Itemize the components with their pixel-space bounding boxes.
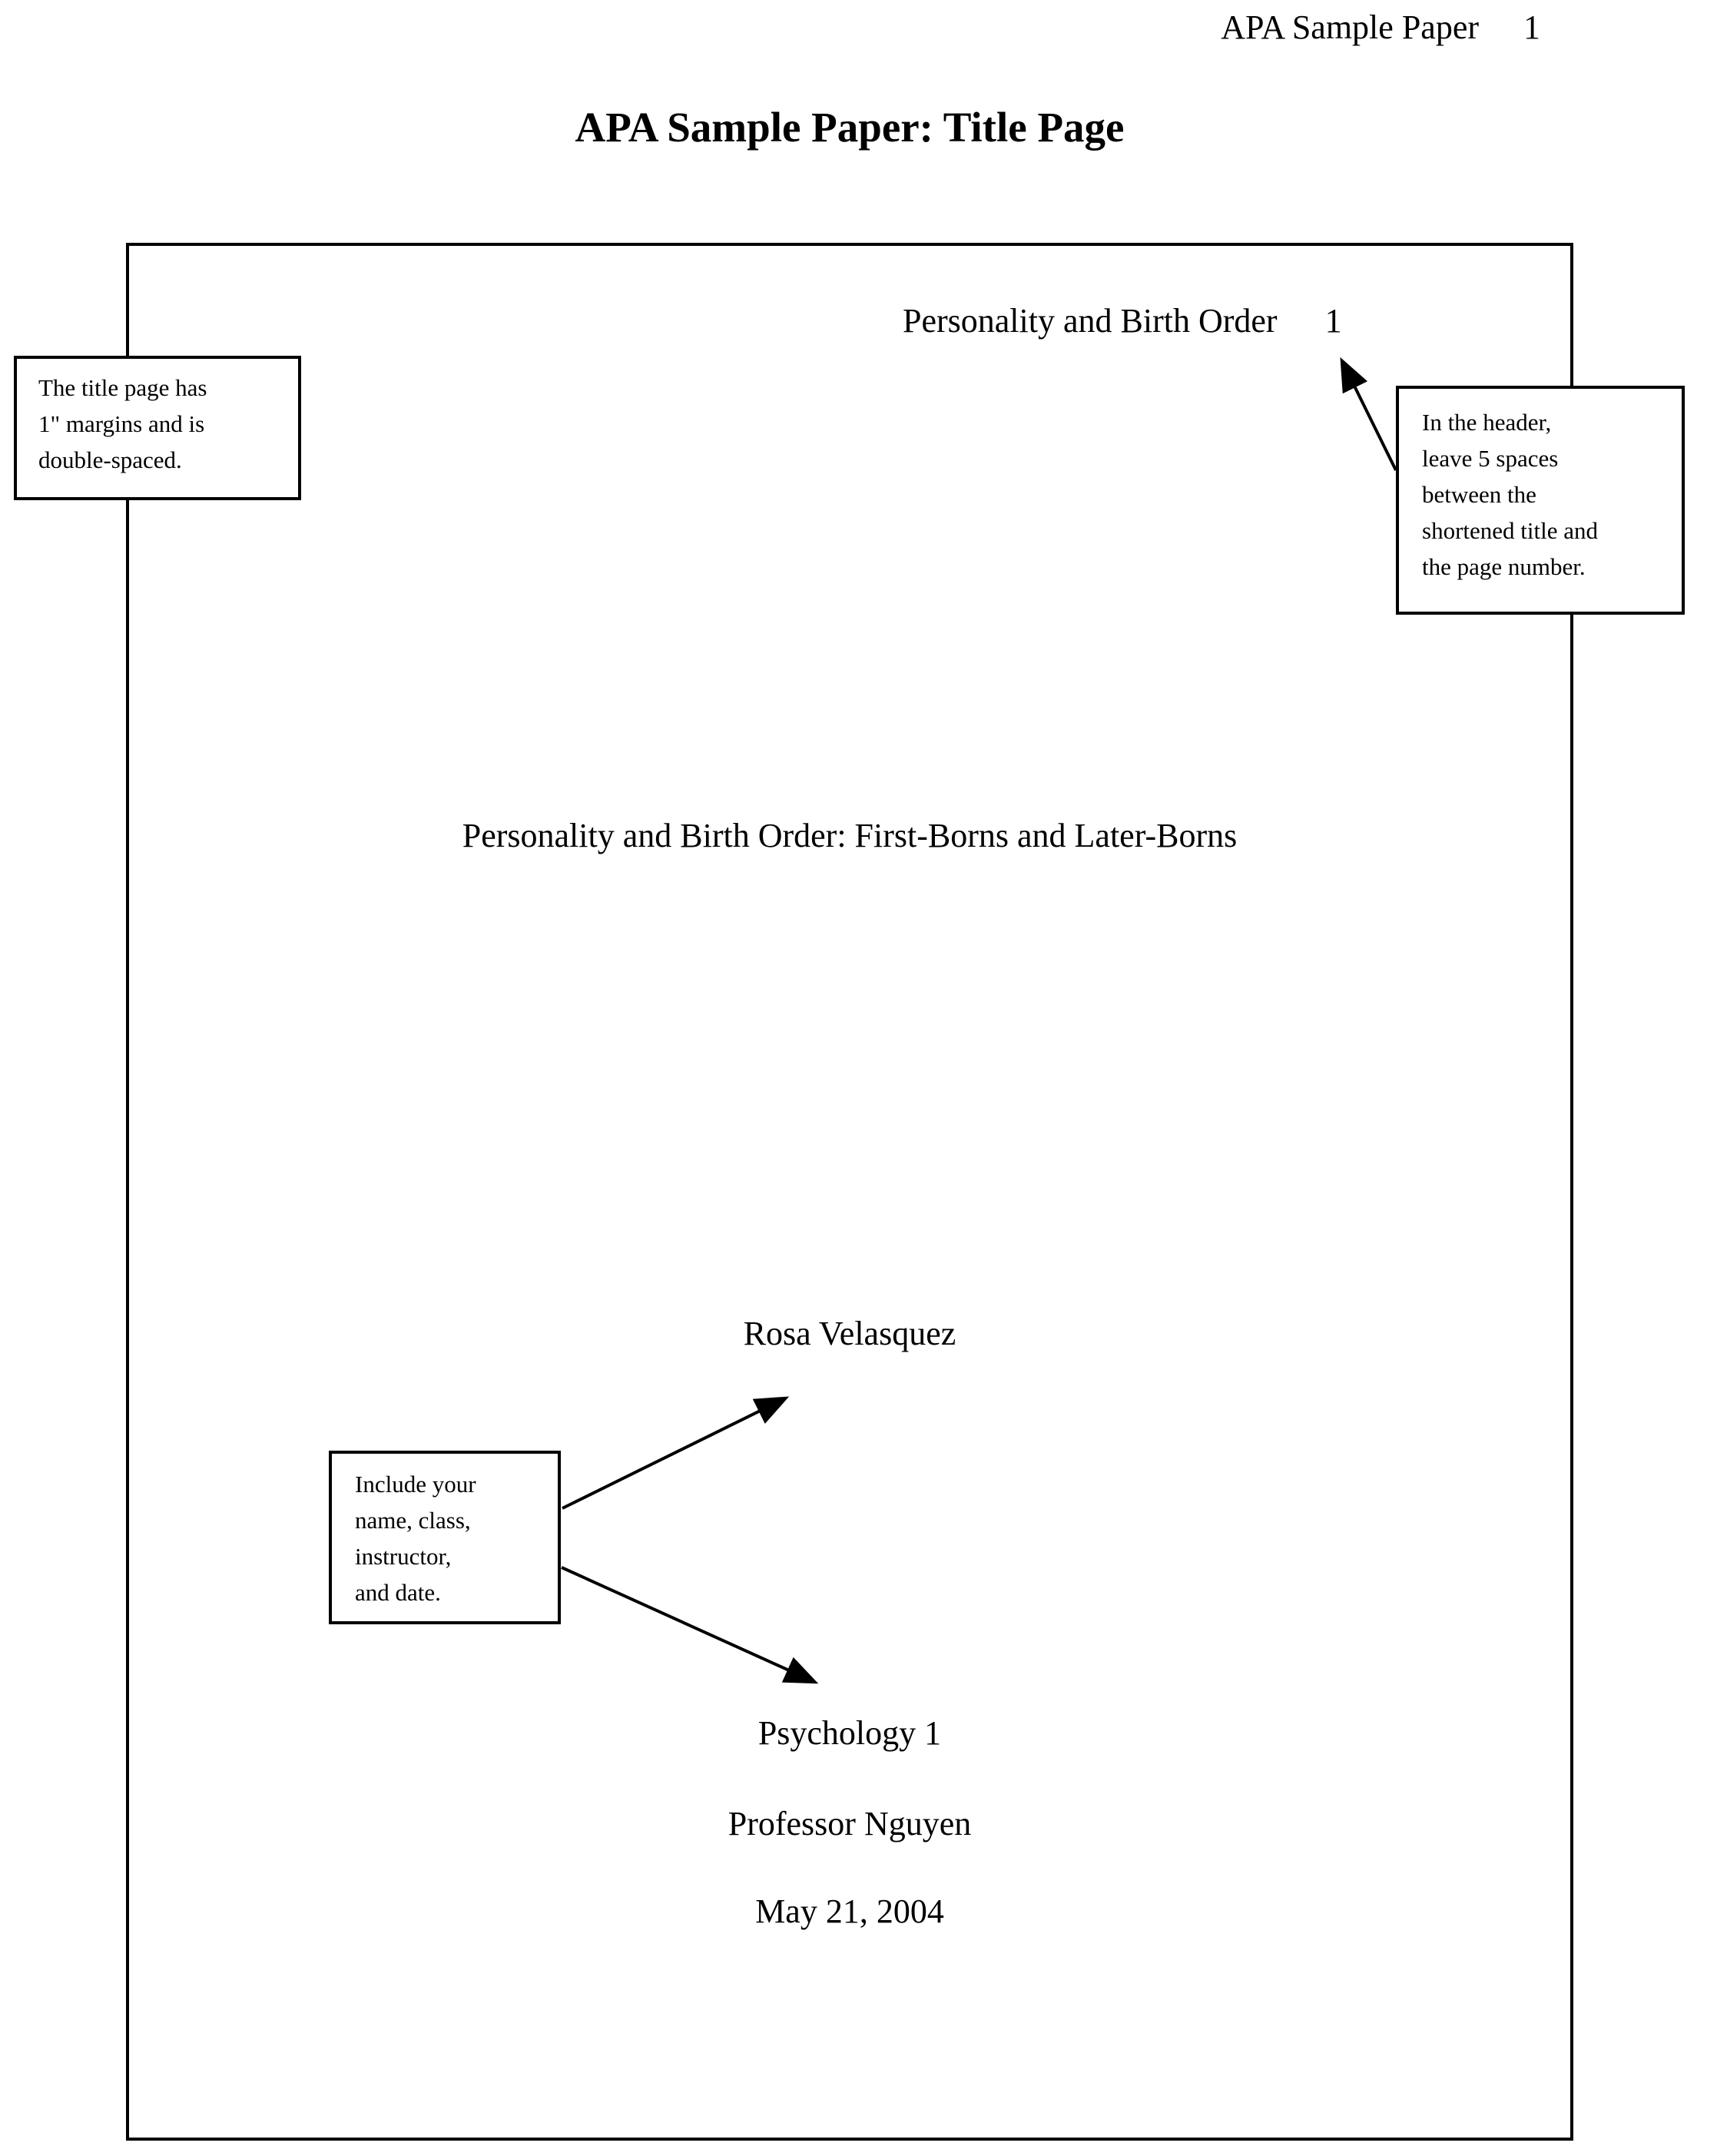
page-header: Personality and Birth Order 1 [903,302,1342,340]
callout-byline-note: Include your name, class, instructor, an… [329,1451,561,1624]
page-header-short-title: Personality and Birth Order [903,302,1278,340]
page-header-page-number: 1 [1324,302,1342,340]
author-name: Rosa Velasquez [743,1315,956,1352]
running-head-page-number: 1 [1523,8,1540,46]
document-title: APA Sample Paper: Title Page [575,104,1125,151]
page-outline [126,243,1573,2141]
running-head: APA Sample Paper 1 [1221,8,1540,46]
callout-header-note: In the header, leave 5 spaces between th… [1396,386,1685,615]
course-name: Psychology 1 [757,1714,942,1752]
paper-title: Personality and Birth Order: First-Borns… [462,817,1238,854]
callout-margins-note: The title page has 1" margins and is dou… [14,356,301,500]
paper-date: May 21, 2004 [755,1892,944,1930]
instructor-name: Professor Nguyen [728,1805,972,1843]
running-head-title: APA Sample Paper [1221,8,1479,46]
